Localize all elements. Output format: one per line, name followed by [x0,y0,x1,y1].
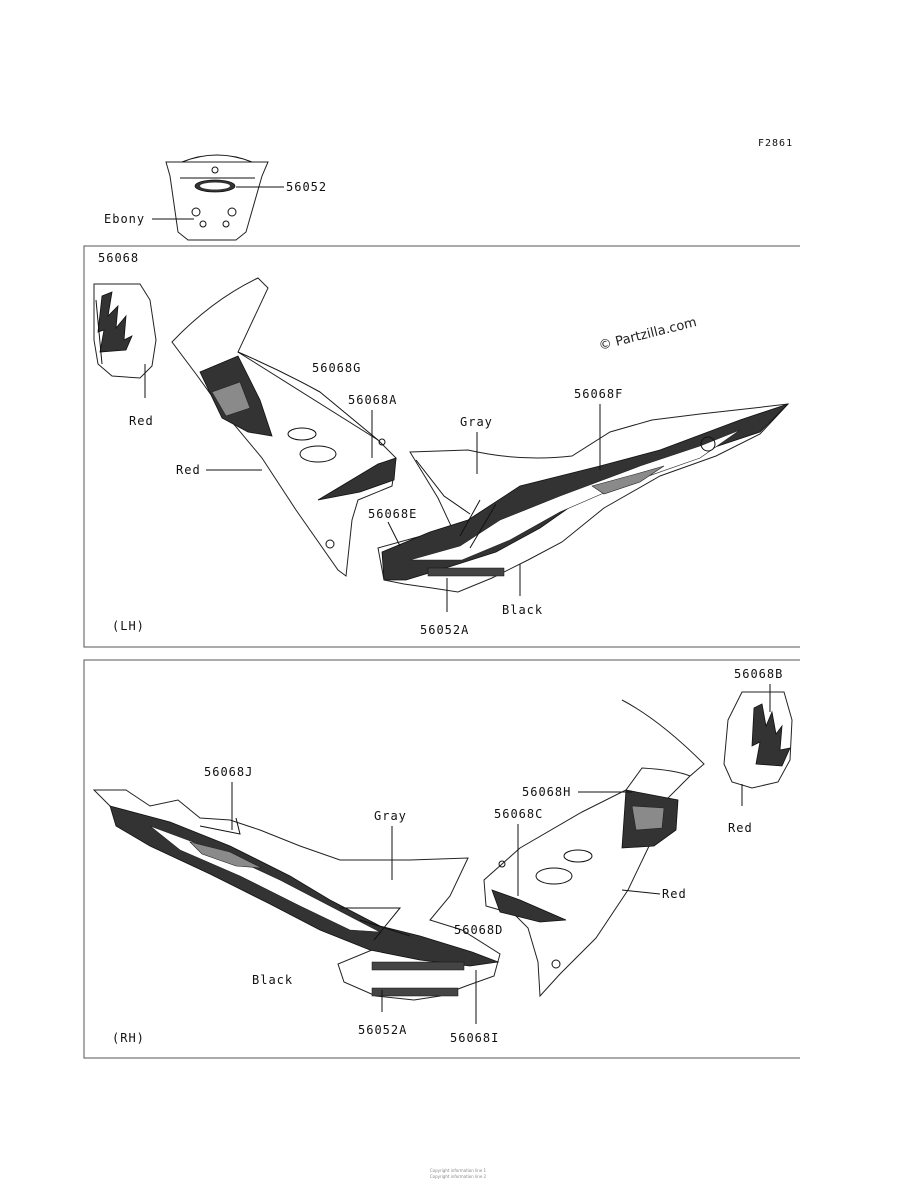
label-56068C: 56068C [494,807,543,821]
label-56068I: 56068I [450,1031,499,1045]
label-56068E: 56068E [368,507,417,521]
figure-code: F2861 [758,138,793,149]
footer-line-1: Copyright information line 1 [430,1168,487,1173]
footer-line-2: Copyright information line 2 [430,1174,487,1179]
tag-lh: (LH) [112,619,145,633]
label-56068G: 56068G [312,361,361,375]
label-56068A: 56068A [348,393,397,407]
label-red-side-rh: Red [662,887,687,901]
body-cover-lh [377,403,790,593]
tail-piece-rh [723,691,793,789]
side-cover-rh [483,699,705,998]
side-cover-lh [171,277,397,577]
leader-red-side-rh [621,889,661,895]
leader-56068E [387,521,401,547]
label-56068: 56068 [98,251,139,265]
label-56052A-lh: 56052A [420,623,469,637]
lh-panel: 56068 Red 56068G 56068A Red [83,245,800,648]
label-red-tail-lh: Red [129,414,154,428]
tail-piece-lh [93,283,157,379]
label-56068D: 56068D [454,923,503,937]
label-red-tail-rh: Red [728,821,753,835]
label-56052A-rh: 56052A [358,1023,407,1037]
tag-rh: (RH) [112,1031,145,1045]
label-56068B: 56068B [734,667,783,681]
label-56052: 56052 [286,180,327,194]
label-black-lh: Black [502,603,543,617]
label-56068H: 56068H [522,785,571,799]
front-cover-part [165,154,269,241]
label-red-side-lh: Red [176,463,201,477]
label-56068F: 56068F [574,387,623,401]
rh-panel: 56068B Red 56068H 56068C Red [83,659,800,1059]
label-56068J: 56068J [204,765,253,779]
watermark: © Partzilla.com [597,315,698,354]
label-gray-lh: Gray [460,415,493,429]
body-cover-rh [92,789,501,1001]
label-ebony: Ebony [104,212,145,226]
label-gray-rh: Gray [374,809,407,823]
label-black-rh: Black [252,973,293,987]
